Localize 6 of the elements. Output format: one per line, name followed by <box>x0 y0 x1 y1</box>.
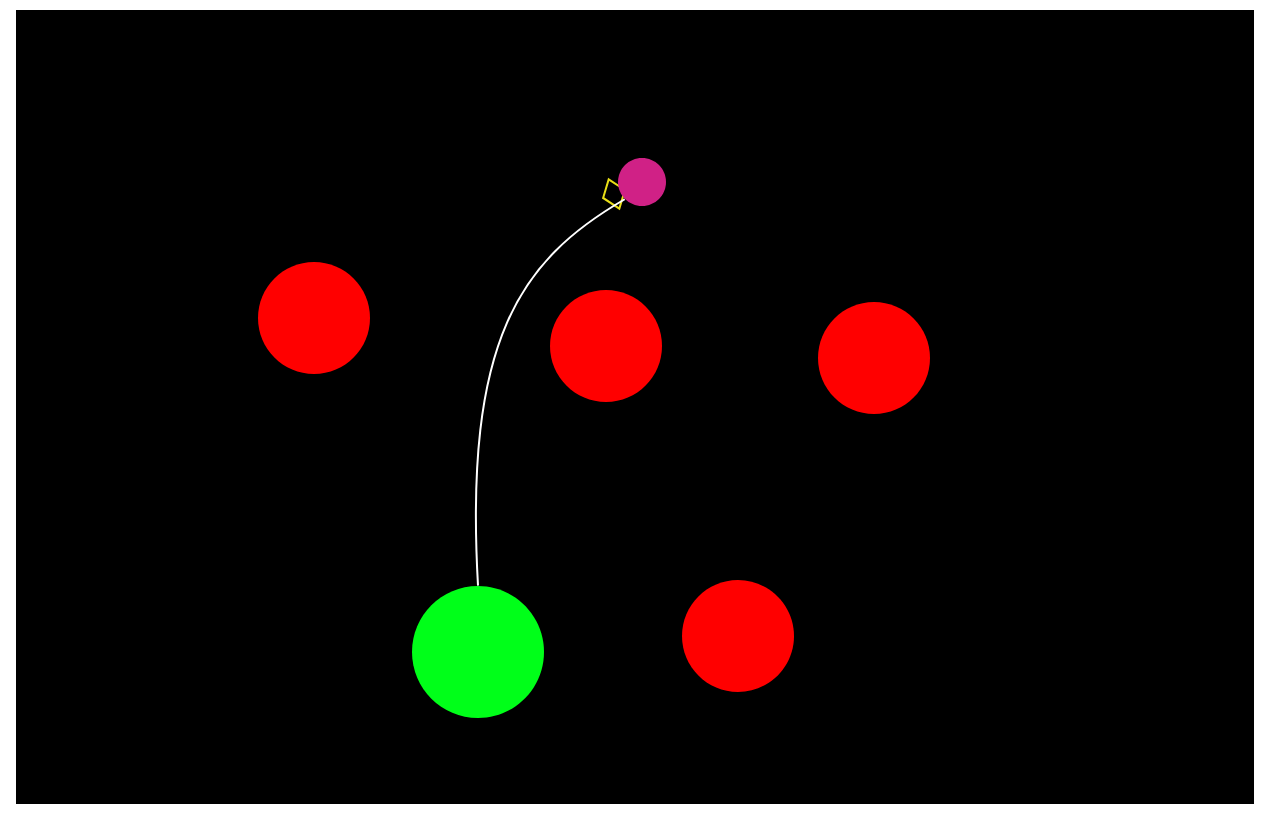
circle <box>258 262 370 374</box>
circle <box>682 580 794 692</box>
circle <box>550 290 662 402</box>
circle <box>818 302 930 414</box>
circle <box>618 158 666 206</box>
circle <box>412 586 544 718</box>
